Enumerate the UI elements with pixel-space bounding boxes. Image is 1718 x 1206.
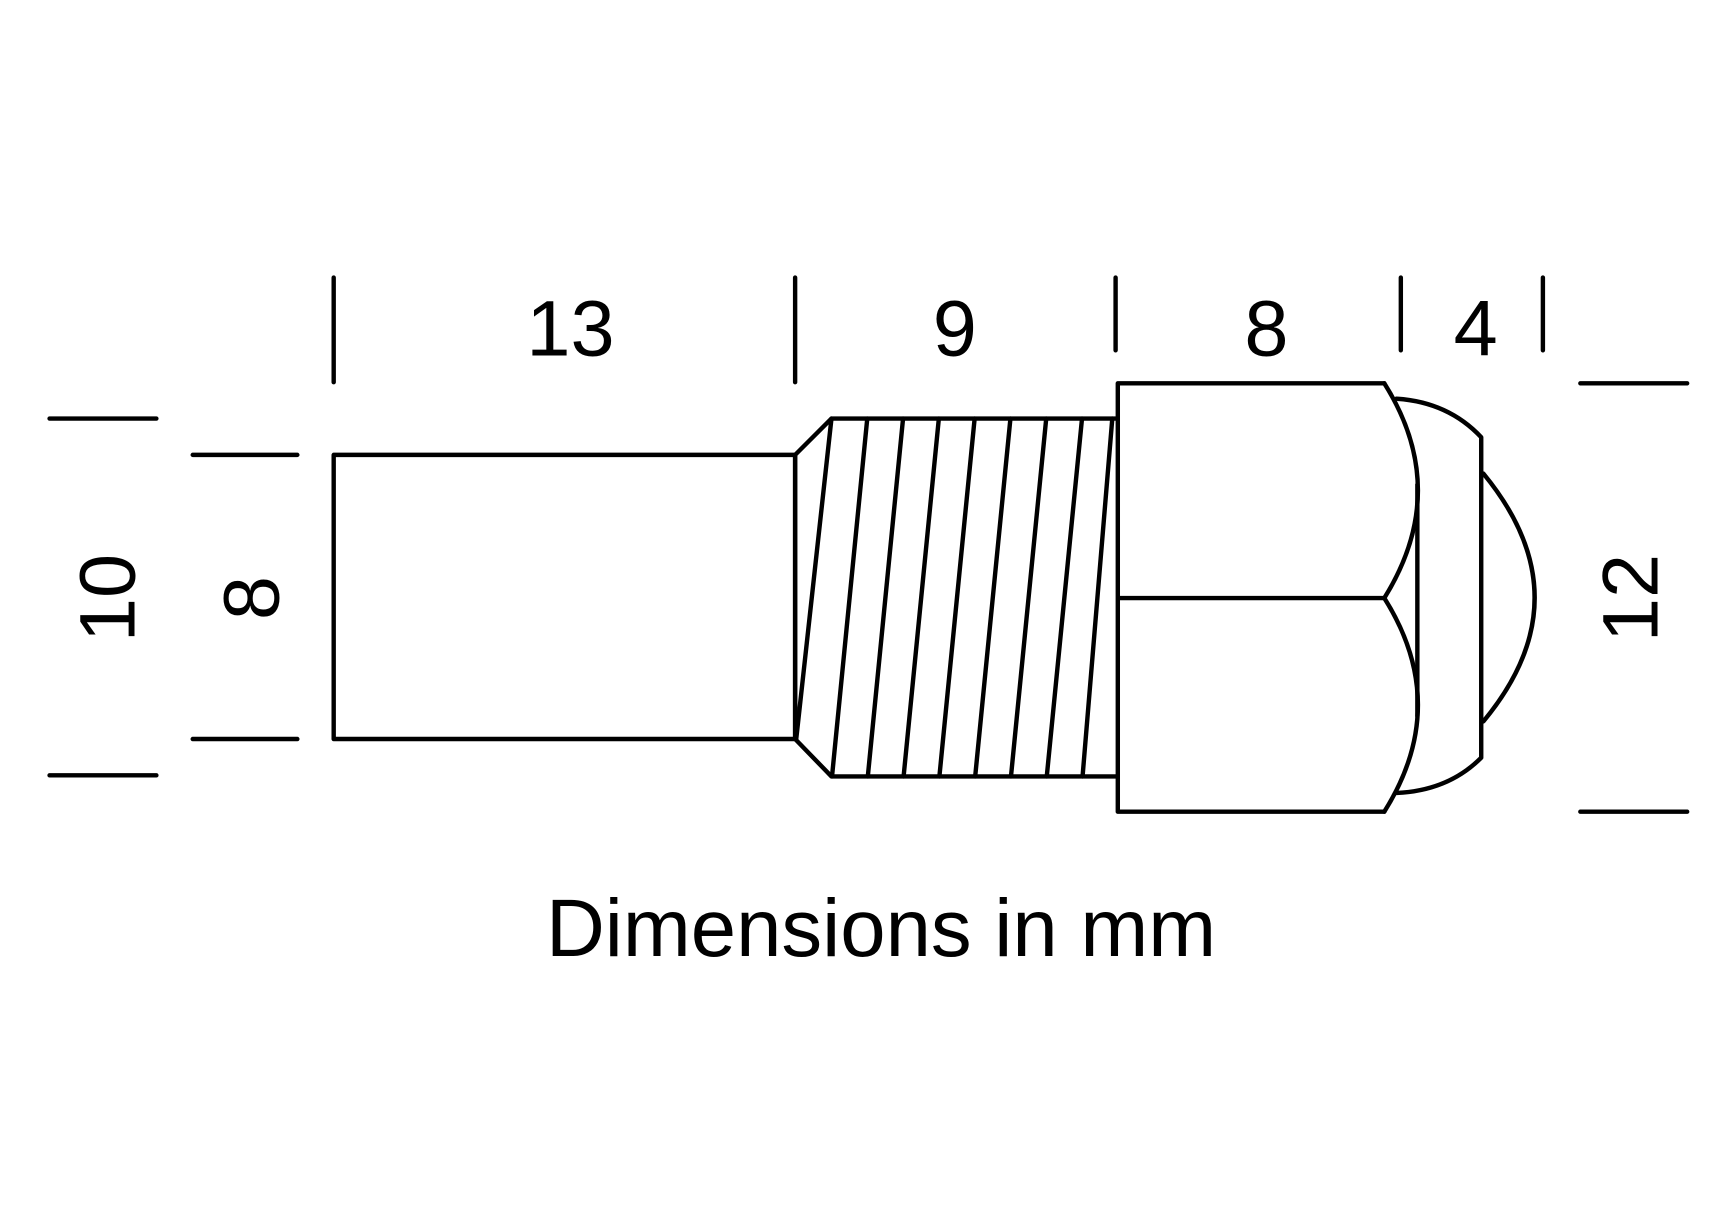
dim-thread-diameter: 10 <box>62 554 151 642</box>
thread-line <box>794 416 834 742</box>
dimension-ticks <box>47 275 1690 814</box>
shank <box>331 452 798 742</box>
thread-line <box>1080 416 1115 779</box>
threaded-section <box>792 416 1118 779</box>
dim-hex-length: 8 <box>1244 284 1288 373</box>
thread-line <box>901 416 942 779</box>
dim-cap-length: 4 <box>1454 284 1498 373</box>
dim-thread-length: 9 <box>933 284 977 373</box>
dim-shank-length: 13 <box>526 284 614 373</box>
dim-shank-diameter: 8 <box>207 576 296 620</box>
acorn-cap <box>1394 396 1537 796</box>
hex-nut <box>1115 381 1421 814</box>
thread-line <box>865 416 906 779</box>
thread-line <box>972 416 1013 779</box>
thread-line <box>1044 416 1085 779</box>
caption: Dimensions in mm <box>546 883 1216 974</box>
thread-line <box>937 416 977 779</box>
thread-line <box>1008 416 1049 779</box>
dim-hex-width: 12 <box>1585 554 1674 642</box>
thread-line <box>829 416 870 779</box>
